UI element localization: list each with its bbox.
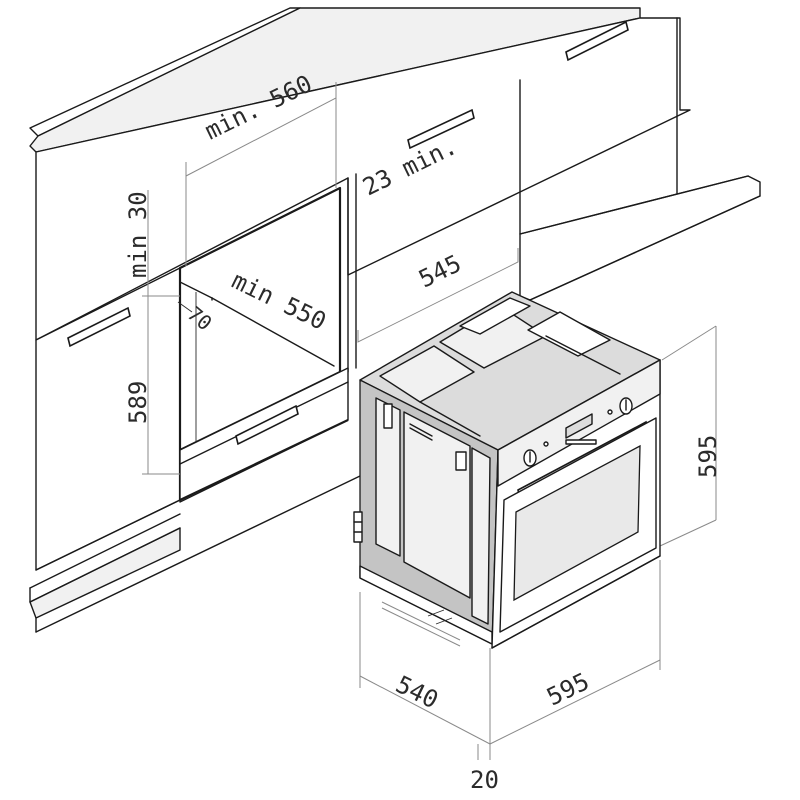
dimension-lines [142,82,717,760]
knob-left[interactable] [523,449,537,467]
drawer-handle [235,404,299,446]
label-540: 540 [391,670,442,714]
annotation-ticks [177,301,461,647]
built-in-oven [353,291,661,649]
label-595-width: 595 [542,667,593,711]
label-589: 589 [124,381,152,424]
oven-door-glass [513,444,641,602]
oven-niche [178,186,349,503]
label-20: 20 [470,766,499,794]
upper-cabinet-face [35,17,691,341]
kitchen-cabinets [29,7,761,633]
knob-right[interactable] [619,397,633,415]
label-595-height: 595 [694,435,722,478]
cabinet-handle-left [67,306,131,348]
right-base-cabinet [519,175,761,301]
label-min-30: min 30 [124,191,152,278]
cabinet-handle-top-right [565,20,629,62]
label-545: 545 [414,249,465,293]
cabinet-handle-top-mid [407,108,475,150]
clock-display [565,413,593,439]
